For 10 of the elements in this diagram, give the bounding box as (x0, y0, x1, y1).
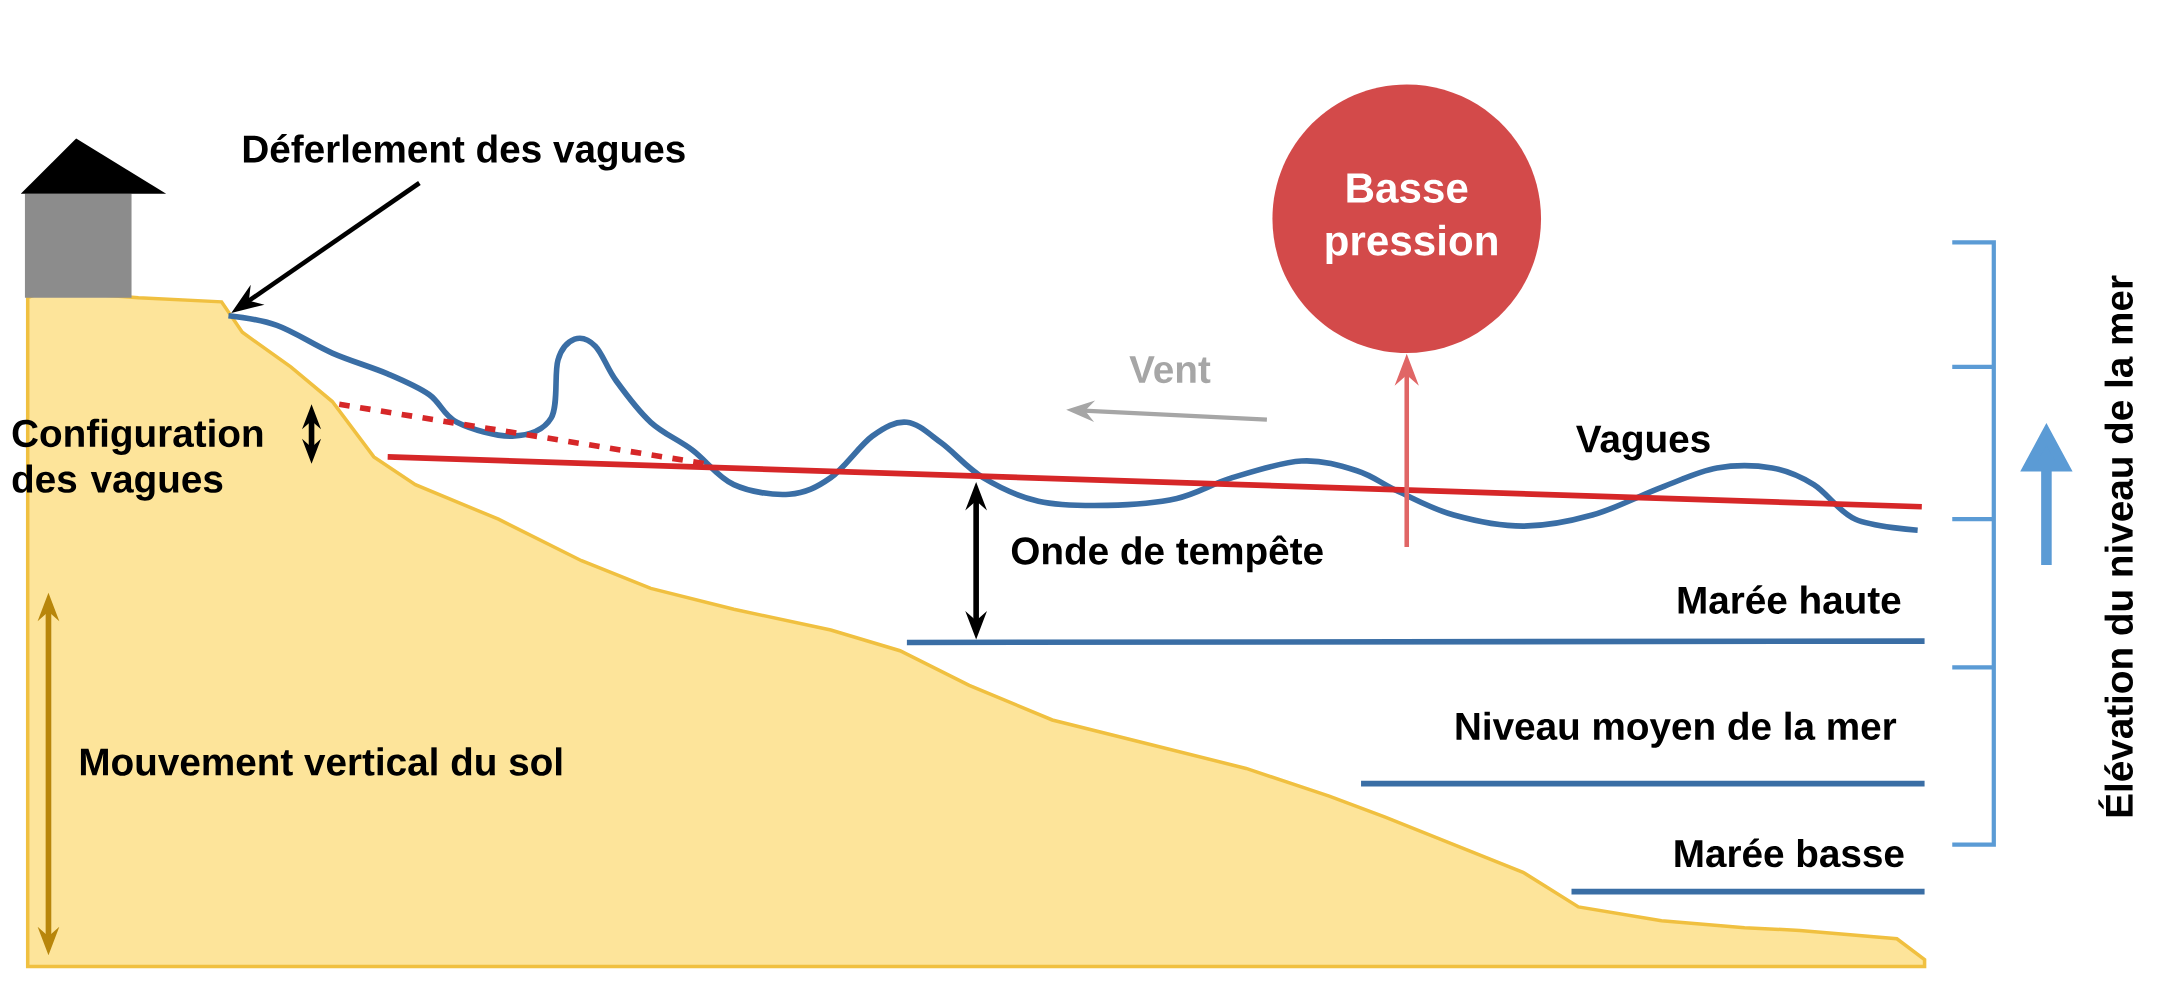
label-text: Marée haute (1678, 585, 1901, 615)
label-text: Vent (1129, 356, 1211, 384)
label-text: Marée basse (1675, 838, 1904, 868)
callout-text: Déferlement des vagues (243, 134, 685, 171)
label-text: Vagues (1576, 425, 1710, 461)
label-text: Mouvement vertical du sol (80, 747, 562, 776)
label-text: Onde de tempête (1011, 535, 1323, 573)
label-text: Élévation du niveau de la mer (2098, 275, 2133, 817)
label-text: Niveau moyen de la mer (1456, 711, 1897, 748)
label-text: Configuration des vagues (12, 418, 263, 501)
